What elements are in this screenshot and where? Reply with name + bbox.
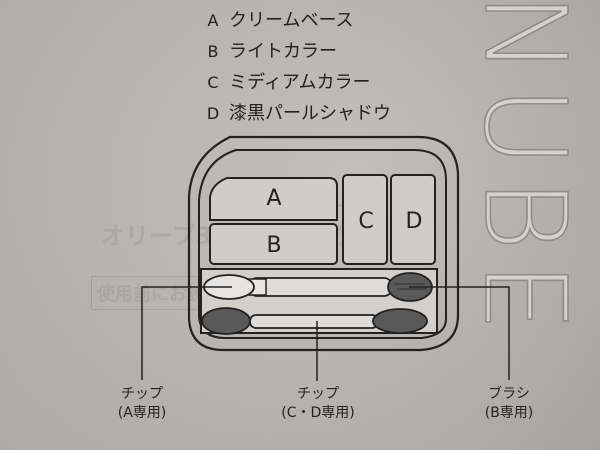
left-callout-label: チップ (A専用) — [99, 385, 185, 423]
legend-letter-d: D — [206, 104, 220, 123]
left-callout-title: チップ — [121, 386, 163, 402]
center-callout-subtitle: (C・D専用) — [281, 405, 355, 421]
applicator-bottom — [201, 307, 428, 335]
center-callout-title: チップ — [297, 386, 339, 402]
chip-tip-c-d-left — [201, 307, 251, 335]
right-callout-label: ブラシ (B専用) — [469, 385, 549, 423]
legend-item-c: C ミディアムカラー — [205, 67, 435, 98]
legend-label-c: ミディアムカラー — [229, 72, 371, 93]
center-callout-label: チップ (C・D専用) — [266, 385, 370, 423]
compartment-b — [209, 223, 338, 265]
applicator-top — [203, 272, 433, 302]
legend-label-d: 漆黒パールシャドウ — [229, 103, 391, 124]
legend-letter-b: B — [207, 42, 219, 61]
eyeshadow-wells: A B C D — [209, 174, 436, 265]
legend-item-b: B ライトカラー — [205, 36, 435, 67]
compact-case — [187, 135, 460, 352]
legend-letter-a: A — [207, 11, 219, 30]
legend-letter-c: C — [207, 73, 219, 92]
compact-inner-outline — [198, 149, 447, 339]
right-callout-title: ブラシ — [488, 386, 530, 402]
bottom-applicator-handle — [249, 314, 379, 329]
right-callout-subtitle: (B専用) — [484, 405, 534, 421]
legend-item-d: D 漆黒パールシャドウ — [205, 98, 435, 129]
legend: A クリームベース B ライトカラー C ミディアムカラー D 漆黒パールシャド… — [205, 5, 435, 129]
compartment-b-label: B — [266, 233, 281, 258]
compartment-c-label: C — [358, 209, 373, 234]
right-callout-line — [409, 286, 510, 380]
legend-item-a: A クリームベース — [205, 5, 435, 36]
compartment-d-label: D — [406, 209, 423, 234]
callout-lines — [141, 286, 510, 381]
compartment-c — [342, 174, 388, 265]
legend-label-b: ライトカラー — [229, 41, 337, 62]
left-callout-subtitle: (A専用) — [117, 405, 167, 421]
chip-tip-c-d-right — [372, 308, 428, 334]
left-callout-line — [141, 286, 232, 380]
compact-outer-outline — [187, 135, 460, 352]
compartment-d — [390, 174, 436, 265]
compartment-a — [209, 177, 338, 221]
legend-label-a: クリームベース — [229, 10, 354, 31]
compartment-a-label: A — [266, 186, 281, 211]
top-applicator-handle — [248, 277, 393, 297]
